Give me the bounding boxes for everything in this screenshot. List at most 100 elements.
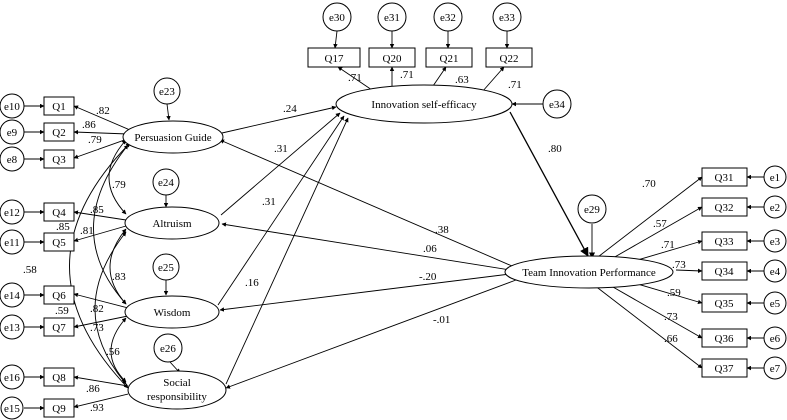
coef-q32: .57: [653, 218, 667, 230]
error-e8: e8: [0, 146, 25, 172]
coef-corr-persuasion-altruism: .79: [112, 179, 126, 191]
error-e29: e29: [577, 194, 607, 224]
latent-social-responsibility: Social responsibility: [127, 370, 227, 410]
svg-text:Q6: Q6: [52, 290, 66, 302]
svg-text:e32: e32: [440, 12, 456, 24]
svg-text:Q31: Q31: [715, 172, 734, 184]
coef-q35: .59: [667, 287, 681, 299]
indicator-q32: Q32: [701, 197, 748, 217]
coef-efficacy-performance: .80: [548, 143, 562, 155]
svg-text:e11: e11: [4, 237, 19, 249]
latent-wisdom: Wisdom: [124, 295, 220, 329]
error-e3: e3: [763, 229, 787, 253]
latent-team-innovation-performance: Team Innovation Performance: [504, 255, 674, 289]
error-e26: e26: [153, 333, 183, 363]
svg-text:e12: e12: [4, 207, 20, 219]
coef-q33: .71: [661, 239, 675, 251]
coef-corr-persuasion-social: .58: [23, 264, 37, 276]
svg-text:Social: Social: [163, 377, 191, 389]
coef-q8: .86: [86, 383, 100, 395]
correlation-curves: [69, 139, 131, 389]
error-e15: e15: [0, 396, 24, 420]
coef-q7: .73: [90, 322, 104, 334]
indicator-q35: Q35: [701, 293, 748, 313]
svg-text:Q21: Q21: [440, 53, 459, 65]
svg-text:Q2: Q2: [52, 127, 65, 139]
coef-q5: .81: [80, 225, 94, 237]
latent-variables: Persuasion Guide Altruism Wisdom Social …: [122, 84, 674, 410]
error-e4: e4: [763, 259, 787, 283]
svg-text:Q36: Q36: [715, 333, 734, 345]
svg-text:e6: e6: [770, 333, 781, 345]
svg-text:e7: e7: [770, 363, 781, 375]
indicator-q17: Q17: [307, 47, 361, 68]
coef-q37: .66: [664, 333, 678, 345]
svg-text:Q33: Q33: [715, 236, 734, 248]
coef-q17: .71: [348, 72, 362, 84]
error-e2: e2: [763, 195, 787, 219]
svg-text:Q3: Q3: [52, 154, 66, 166]
coef-q9: .93: [90, 402, 104, 414]
error-e33: e33: [492, 2, 522, 32]
error-e16: e16: [0, 364, 25, 390]
indicator-q9: Q9: [43, 398, 75, 418]
svg-text:e1: e1: [770, 172, 780, 184]
latent-persuasion-guide: Persuasion Guide: [122, 120, 224, 154]
error-e10: e10: [0, 93, 25, 119]
error-e23: e23: [153, 77, 181, 105]
indicator-q5: Q5: [43, 232, 75, 252]
indicator-q22: Q22: [485, 47, 533, 68]
coef-q31: .70: [642, 178, 656, 190]
top-indicator-links: [333, 30, 510, 93]
error-e9: e9: [0, 119, 25, 145]
coef-q20: .71: [400, 69, 414, 81]
svg-text:e2: e2: [770, 202, 780, 214]
coef-q2: .86: [82, 119, 96, 131]
coef-corr-wisdom-social: .56: [106, 346, 120, 358]
svg-text:e29: e29: [584, 204, 600, 216]
svg-text:Q20: Q20: [383, 53, 402, 65]
error-e12: e12: [0, 199, 25, 225]
indicator-q36: Q36: [701, 328, 748, 348]
indicator-q31: Q31: [701, 167, 748, 187]
svg-text:e31: e31: [384, 12, 400, 24]
coef-performance-altruism: .06: [423, 243, 437, 255]
indicator-q3: Q3: [43, 149, 75, 169]
coef-performance-persuasion: .38: [435, 224, 449, 236]
svg-text:Q1: Q1: [52, 101, 65, 113]
coef-persuasion-efficacy: .24: [283, 103, 297, 115]
indicator-q37: Q37: [701, 358, 748, 378]
coef-q4: .85: [90, 204, 104, 216]
latent-altruism: Altruism: [124, 206, 220, 240]
svg-text:Q17: Q17: [325, 53, 344, 65]
coef-q34: .73: [672, 259, 686, 271]
latent-innovation-self-efficacy: Innovation self-efficacy: [335, 84, 513, 124]
coef-social-efficacy: .16: [245, 277, 259, 289]
indicator-q8: Q8: [43, 367, 75, 387]
indicator-q7: Q7: [43, 317, 75, 337]
svg-text:Q22: Q22: [500, 53, 519, 65]
svg-text:Q7: Q7: [52, 322, 66, 334]
coef-q6: .82: [90, 303, 104, 315]
svg-text:Q4: Q4: [52, 207, 66, 219]
error-e11: e11: [0, 229, 25, 255]
svg-text:Q32: Q32: [715, 202, 734, 214]
svg-text:e33: e33: [499, 12, 515, 24]
error-e1: e1: [763, 165, 787, 189]
indicator-boxes: Q1 Q2 Q3 Q4 Q5 Q6 Q7 Q8 Q9 Q17 Q20 Q21 Q…: [43, 47, 748, 418]
coef-q22: .71: [508, 79, 522, 91]
svg-text:e10: e10: [4, 101, 20, 113]
indicator-q20: Q20: [368, 47, 416, 68]
coef-wisdom-efficacy: .31: [262, 196, 276, 208]
error-e13: e13: [0, 314, 25, 340]
svg-text:Q5: Q5: [52, 237, 66, 249]
svg-text:e23: e23: [159, 86, 175, 98]
coef-altruism-efficacy: .31: [274, 143, 288, 155]
indicator-q2: Q2: [43, 122, 75, 142]
svg-text:Team Innovation Performance: Team Innovation Performance: [522, 267, 656, 279]
svg-text:e34: e34: [549, 99, 565, 111]
coef-q36: .73: [664, 311, 678, 323]
coefficient-labels: .82 .86 .79 .85 .81 .82 .73 .86 .93 .71 …: [23, 69, 686, 414]
indicator-q6: Q6: [43, 285, 75, 305]
